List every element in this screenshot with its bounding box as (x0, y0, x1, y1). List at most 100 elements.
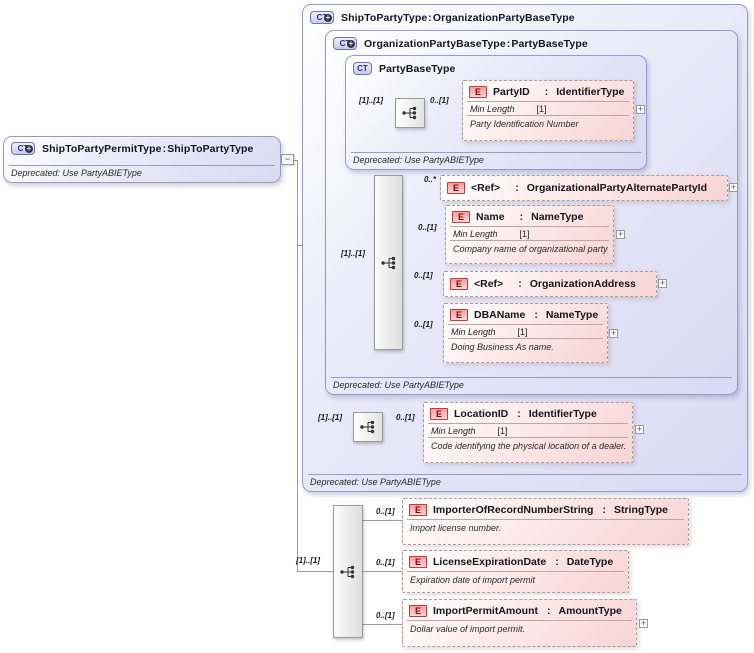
element-name: PartyID (493, 86, 530, 98)
deprecated-note: Deprecated: Use PartyABIEType (9, 165, 275, 179)
element-icon: E (469, 86, 487, 98)
element-type: AmountType (558, 605, 622, 617)
sequence-glyph (359, 420, 375, 434)
element-colon: : (555, 556, 559, 568)
expand-icon[interactable]: + (636, 104, 645, 114)
element-colon: : (515, 182, 519, 194)
facet-row: Min Length [1] (451, 327, 528, 337)
element-partyid[interactable]: E PartyID : IdentifierType Min Length [1… (462, 80, 634, 141)
derivation-plus-icon: + (347, 38, 355, 48)
element-description: Doing Business As name. (451, 342, 554, 352)
expand-icon[interactable]: + (639, 618, 648, 628)
element-name: <Ref> (471, 182, 501, 194)
complextype-title: ShipToPartyPermitType:ShipToPartyType (42, 142, 254, 155)
complextype-icon: CT (353, 62, 372, 75)
connector-line (363, 520, 402, 521)
facet-row: Min Length [1] (431, 426, 508, 436)
ct-icon-label: CT (357, 64, 368, 73)
connector-line (297, 160, 298, 572)
element-name: ImportPermitAmount (433, 605, 538, 617)
element-colon: : (602, 504, 606, 516)
element-name-nametype[interactable]: E Name : NameType Min Length [1] Company… (445, 205, 614, 264)
element-type: IdentifierType (528, 408, 597, 420)
element-description: Party Identification Number (470, 119, 579, 129)
connector-line (293, 160, 298, 161)
cardinality-label: [1]..[1] (318, 413, 342, 422)
element-type: NameType (545, 309, 599, 321)
cardinality-label: [1]..[1] (359, 96, 383, 105)
element-type: IdentifierType (556, 86, 625, 98)
expand-icon[interactable]: + (609, 328, 618, 338)
element-description: Company name of organizational party (453, 244, 608, 254)
element-ref-organizationalpartyalternatepartyid[interactable]: E <Ref> : OrganizationalPartyAlternatePa… (440, 175, 728, 201)
element-icon: E (450, 278, 468, 290)
element-name: ImporterOfRecordNumberString (433, 504, 594, 516)
element-name: Name (476, 211, 505, 223)
element-name: <Ref> (474, 278, 504, 290)
sequence-bar[interactable] (374, 175, 403, 350)
element-colon: : (518, 278, 522, 290)
ct-icon-label: CT (339, 39, 351, 48)
expand-icon[interactable]: + (658, 278, 667, 288)
deprecated-note: Deprecated: Use PartyABIEType (351, 152, 641, 166)
cardinality-label: 0..[1] (430, 96, 449, 105)
complextype-title: OrganizationPartyBaseType:PartyBaseType (364, 37, 588, 50)
element-description: Import license number. (410, 523, 502, 533)
element-colon: : (534, 309, 538, 321)
derivation-plus-icon: + (25, 143, 33, 153)
element-name: DBAName (474, 309, 526, 321)
sequence-icon[interactable] (395, 98, 425, 128)
element-type: DateType (566, 556, 614, 568)
expand-icon[interactable]: + (729, 182, 738, 192)
connector-line (363, 571, 402, 572)
expand-icon[interactable]: + (635, 424, 644, 434)
element-name: LicenseExpirationDate (433, 556, 547, 568)
cardinality-label: 0..* (424, 175, 437, 184)
expand-icon[interactable]: + (616, 229, 625, 239)
ct-icon-label: CT (316, 13, 328, 22)
cardinality-label: [1]..[1] (296, 556, 320, 565)
element-type: OrganizationAddress (529, 278, 636, 290)
sequence-glyph (339, 564, 355, 579)
cardinality-label: 0..[1] (414, 271, 433, 280)
element-type: StringType (613, 504, 668, 516)
deprecated-note: Deprecated: Use PartyABIEType (331, 377, 732, 391)
sequence-glyph (401, 106, 417, 120)
element-icon: E (452, 211, 470, 223)
collapse-icon[interactable]: − (281, 154, 294, 165)
cardinality-label: [1]..[1] (341, 249, 365, 258)
complextype-header: CT+ OrganizationPartyBaseType:PartyBaseT… (326, 31, 737, 52)
complextype-shiptopartypermittype[interactable]: CT+ ShipToPartyPermitType:ShipToPartyTyp… (3, 136, 281, 183)
element-icon: E (409, 556, 427, 568)
element-importpermitamount[interactable]: E ImportPermitAmount : AmountType Dollar… (402, 599, 637, 647)
facet-row: Min Length [1] (453, 229, 530, 239)
element-colon: : (547, 605, 551, 617)
cardinality-label: 0..[1] (418, 223, 437, 232)
element-dbaname[interactable]: E DBAName : NameType Min Length [1] Doin… (443, 303, 608, 363)
cardinality-label: 0..[1] (396, 413, 415, 422)
complextype-title: PartyBaseType (379, 62, 456, 75)
element-icon: E (409, 605, 427, 617)
element-name: LocationID (454, 408, 509, 420)
connector-line (297, 571, 333, 572)
facet-row: Min Length [1] (470, 104, 547, 114)
element-ref-organizationaddress[interactable]: E <Ref> : OrganizationAddress (443, 271, 657, 297)
cardinality-label: 0..[1] (376, 507, 395, 516)
element-description: Dollar value of import permit. (410, 624, 526, 634)
sequence-bar[interactable] (333, 505, 363, 638)
element-description: Code identifying the physical location o… (431, 441, 627, 451)
sequence-glyph (380, 255, 396, 270)
element-licenseexpirationdate[interactable]: E LicenseExpirationDate : DateType Expir… (402, 550, 629, 593)
element-icon: E (447, 182, 465, 194)
complextype-icon: CT+ (11, 142, 35, 155)
element-description: Expiration date of import permit (410, 575, 536, 585)
sequence-icon[interactable] (353, 412, 383, 442)
element-icon: E (450, 309, 468, 321)
complextype-title: ShipToPartyType:OrganizationPartyBaseTyp… (341, 11, 575, 24)
element-locationid[interactable]: E LocationID : IdentifierType Min Length… (423, 402, 633, 463)
connector-line (363, 624, 402, 625)
element-type: NameType (531, 211, 584, 223)
deprecated-note: Deprecated: Use PartyABIEType (308, 474, 742, 488)
element-importerofrecordnumberstring[interactable]: E ImporterOfRecordNumberString : StringT… (402, 498, 689, 545)
